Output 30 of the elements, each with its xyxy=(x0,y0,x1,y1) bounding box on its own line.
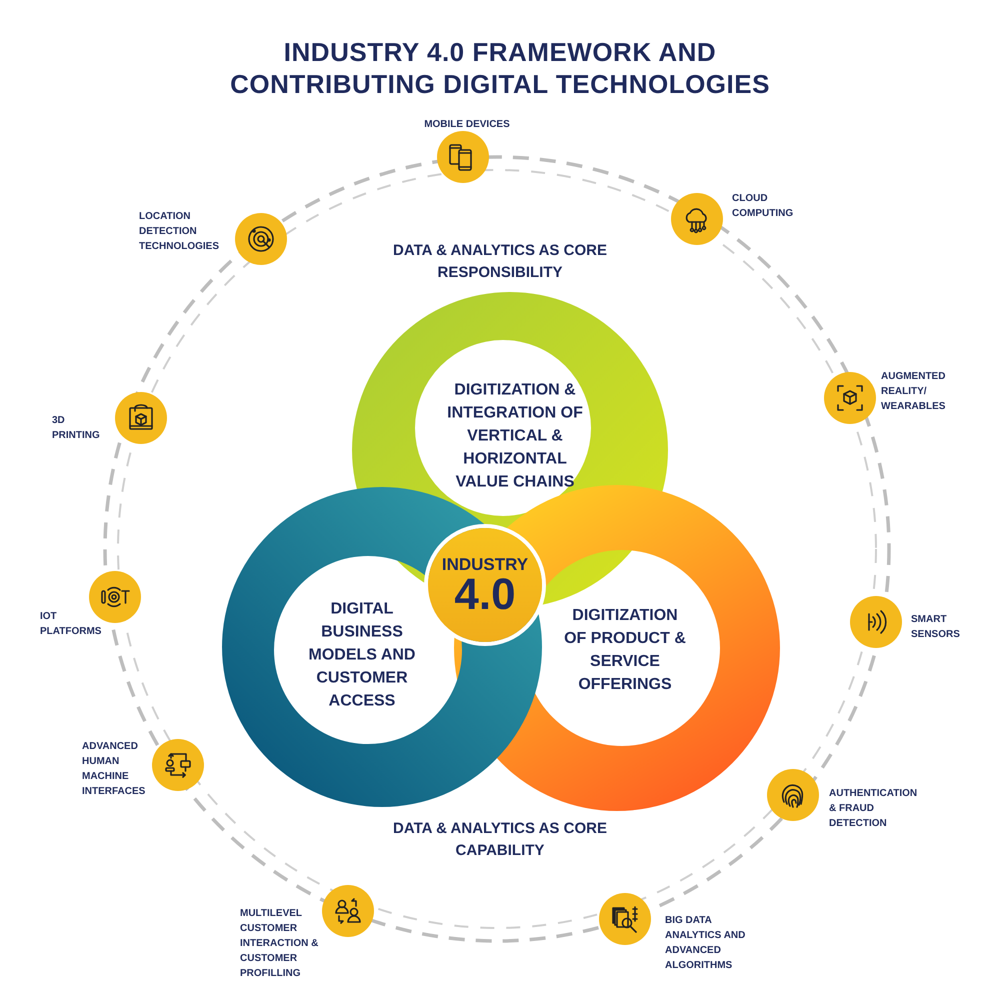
icon-circle xyxy=(824,372,876,424)
ring-heading: DIGITAL BUSINESS MODELS AND CUSTOMER ACCESS xyxy=(308,600,416,712)
icon-circle xyxy=(89,571,141,623)
technology-label: 3D PRINTING xyxy=(52,414,101,443)
technology-label: BIG DATA ANALYTICS AND ADVANCED ALGORITHMS xyxy=(665,914,746,973)
icon-circle xyxy=(767,769,819,821)
technology-label: CLOUD COMPUTING xyxy=(732,192,794,221)
section-caption: DATA & ANALYTICS AS CORE CAPABILITY xyxy=(392,819,608,861)
ring-heading: DIGITIZATION OF PRODUCT & SERVICE OFFERINGS xyxy=(563,606,687,695)
hub-heading: INDUSTRY xyxy=(442,554,528,574)
technology-label: SMART SENSORS xyxy=(911,613,961,642)
icon-circle xyxy=(599,893,651,945)
version-number: 4.0 xyxy=(454,574,516,616)
technology-label: IOT PLATFORMS xyxy=(40,610,102,639)
technology-label: LOCATION DETECTION TECHNOLOGIES xyxy=(139,210,220,254)
technology-label: AUGMENTED REALITY/ WEARABLES xyxy=(881,370,946,414)
diagram-title: INDUSTRY 4.0 FRAMEWORK AND CONTRIBUTING DIGITAL TECHNOLOGIES xyxy=(229,36,771,100)
icon-circle xyxy=(850,596,902,648)
technology-label: MOBILE DEVICES xyxy=(423,118,511,132)
icon-circle xyxy=(115,392,167,444)
icon-circle xyxy=(152,739,204,791)
ring-heading: DIGITIZATION & INTEGRATION OF VERTICAL & HORIZONTAL VALUE CHAINS xyxy=(446,380,584,492)
icon-circle xyxy=(235,213,287,265)
technology-label: AUTHENTICATION & FRAUD DETECTION xyxy=(829,787,918,831)
icon-circle xyxy=(437,131,489,183)
technology-label: MULTILEVEL CUSTOMER INTERACTION & CUSTOMER PROFILLING xyxy=(240,907,320,981)
technology-label: ADVANCED HUMAN MACHINE INTERFACES xyxy=(82,740,146,799)
section-caption: DATA & ANALYTICS AS CORE RESPONSIBILITY xyxy=(392,241,608,283)
icon-circle xyxy=(322,885,374,937)
icon-circle xyxy=(671,193,723,245)
